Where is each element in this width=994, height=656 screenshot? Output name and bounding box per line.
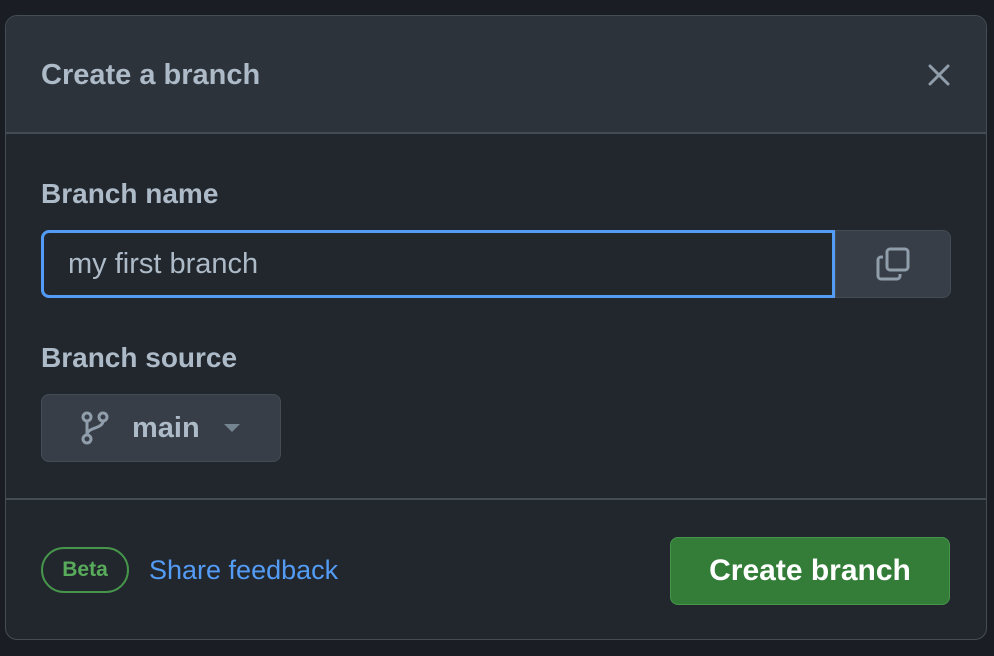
share-feedback-link[interactable]: Share feedback	[149, 555, 339, 585]
create-branch-button[interactable]: Create branch	[670, 537, 950, 605]
dialog-title: Create a branch	[41, 59, 261, 91]
dialog-header: Create a branch	[6, 16, 986, 134]
branch-name-group	[41, 230, 951, 298]
create-branch-dialog: Create a branch Branch name Branch sourc…	[5, 15, 987, 640]
branch-source-dropdown[interactable]: main	[41, 394, 281, 462]
dialog-footer: Beta Share feedback Create branch	[6, 498, 986, 639]
copy-button[interactable]	[835, 230, 951, 298]
branch-name-label: Branch name	[41, 178, 219, 209]
copy-icon	[876, 247, 910, 281]
git-branch-icon	[81, 411, 109, 445]
branch-name-input[interactable]	[41, 230, 835, 298]
close-button[interactable]	[922, 58, 956, 92]
beta-badge: Beta	[41, 547, 129, 593]
branch-source-value: main	[132, 411, 200, 444]
branch-source-label: Branch source	[41, 342, 238, 373]
close-icon	[928, 64, 950, 86]
triangle-down-icon	[223, 424, 240, 432]
